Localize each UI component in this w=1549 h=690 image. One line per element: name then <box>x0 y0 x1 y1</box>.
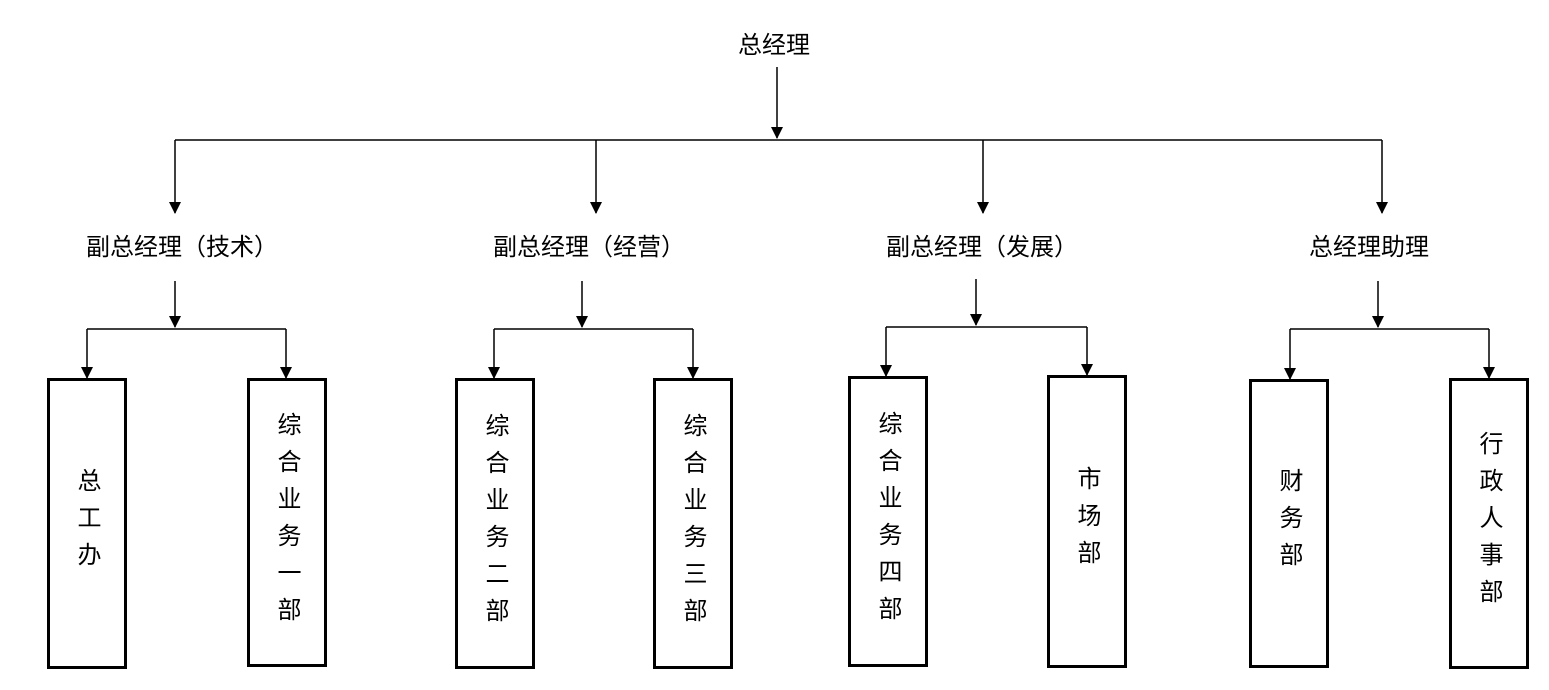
dept-box: 总工办 <box>47 378 127 669</box>
dept-label: 总工办 <box>73 468 101 579</box>
dept-label: 综合业务一部 <box>273 411 301 634</box>
dept-label: 综合业务二部 <box>481 412 509 635</box>
dept-label: 综合业务三部 <box>679 412 707 635</box>
dept-label: 财务部 <box>1275 468 1303 579</box>
manager-label-technology: 副总经理（技术） <box>86 233 278 261</box>
dept-box: 综合业务三部 <box>653 378 733 669</box>
dept-box: 综合业务一部 <box>247 378 327 667</box>
dept-box: 行政人事部 <box>1449 378 1529 669</box>
manager-label-operations: 副总经理（经营） <box>493 233 685 261</box>
dept-label: 市场部 <box>1073 466 1101 577</box>
manager-label-assistant: 总经理助理 <box>1309 233 1429 261</box>
general-manager-label: 总经理 <box>738 31 810 59</box>
dept-box: 财务部 <box>1249 379 1329 668</box>
dept-box: 综合业务二部 <box>455 378 535 669</box>
dept-label: 综合业务四部 <box>874 410 902 633</box>
dept-label: 行政人事部 <box>1475 431 1503 616</box>
dept-box: 市场部 <box>1047 375 1127 668</box>
dept-box: 综合业务四部 <box>848 376 928 667</box>
manager-label-development: 副总经理（发展） <box>886 233 1078 261</box>
